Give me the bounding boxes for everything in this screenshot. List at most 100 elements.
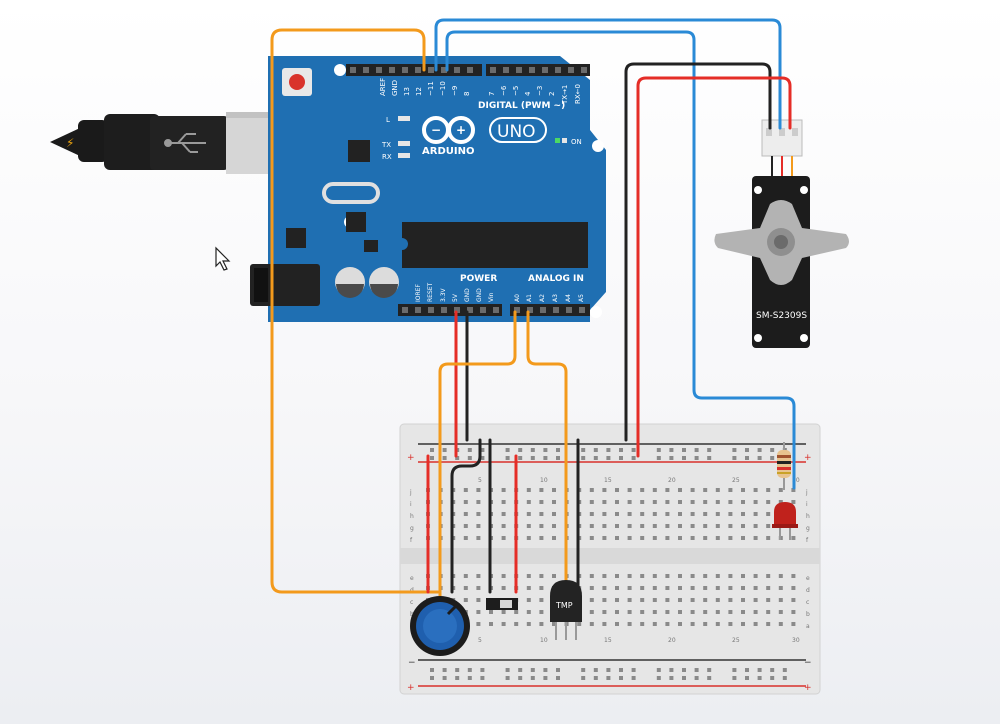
- breadboard-hole[interactable]: [602, 536, 607, 540]
- breadboard-hole[interactable]: [463, 536, 468, 540]
- arduino-uno-board[interactable]: AREF GND 13 12 ~11 ~10 ~9 8 7 ~6 ~5 4 ~3…: [250, 56, 606, 322]
- breadboard-hole[interactable]: [602, 622, 607, 626]
- tmp-sensor[interactable]: TMP: [550, 580, 582, 640]
- breadboard-hole[interactable]: [703, 512, 708, 516]
- breadboard-hole[interactable]: [455, 668, 460, 672]
- breadboard-hole[interactable]: [526, 574, 531, 578]
- breadboard-hole[interactable]: [476, 610, 481, 614]
- breadboard-hole[interactable]: [715, 536, 720, 540]
- breadboard-hole[interactable]: [728, 524, 733, 528]
- breadboard-hole[interactable]: [526, 524, 531, 528]
- breadboard-hole[interactable]: [703, 598, 708, 602]
- breadboard-hole[interactable]: [480, 448, 485, 452]
- breadboard-hole[interactable]: [501, 488, 506, 492]
- usb-cable[interactable]: ⚡: [50, 112, 268, 174]
- breadboard-hole[interactable]: [539, 574, 544, 578]
- breadboard-hole[interactable]: [526, 622, 531, 626]
- breadboard-hole[interactable]: [745, 448, 749, 452]
- breadboard-hole[interactable]: [703, 574, 708, 578]
- breadboard-hole[interactable]: [732, 676, 737, 680]
- resistor[interactable]: [777, 442, 791, 490]
- breadboard-hole[interactable]: [631, 448, 636, 452]
- breadboard-hole[interactable]: [665, 610, 670, 614]
- breadboard-hole[interactable]: [715, 598, 720, 602]
- breadboard-hole[interactable]: [463, 524, 468, 528]
- breadboard-hole[interactable]: [615, 524, 619, 528]
- breadboard-hole[interactable]: [593, 676, 598, 680]
- breadboard-hole[interactable]: [690, 586, 695, 590]
- breadboard-hole[interactable]: [518, 456, 523, 460]
- breadboard-hole[interactable]: [732, 456, 737, 460]
- breadboard-hole[interactable]: [703, 524, 708, 528]
- breadboard-hole[interactable]: [778, 500, 783, 504]
- breadboard-hole[interactable]: [690, 610, 695, 614]
- wire-black-jumper[interactable]: [450, 438, 482, 594]
- breadboard-hole[interactable]: [480, 456, 485, 460]
- breadboard-hole[interactable]: [467, 456, 472, 460]
- breadboard-hole[interactable]: [627, 536, 632, 540]
- breadboard-hole[interactable]: [489, 622, 493, 626]
- breadboard-hole[interactable]: [589, 610, 594, 614]
- breadboard-hole[interactable]: [501, 524, 506, 528]
- breadboard-hole[interactable]: [678, 574, 682, 578]
- breadboard-hole[interactable]: [728, 500, 733, 504]
- breadboard-hole[interactable]: [791, 610, 796, 614]
- breadboard-hole[interactable]: [539, 622, 544, 626]
- breadboard-hole[interactable]: [593, 448, 598, 452]
- breadboard-hole[interactable]: [678, 524, 682, 528]
- breadboard-hole[interactable]: [589, 512, 594, 516]
- breadboard-hole[interactable]: [745, 668, 749, 672]
- breadboard-hole[interactable]: [766, 488, 771, 492]
- breadboard-hole[interactable]: [741, 622, 745, 626]
- breadboard-hole[interactable]: [678, 488, 682, 492]
- breadboard-hole[interactable]: [656, 668, 661, 672]
- breadboard-hole[interactable]: [665, 488, 670, 492]
- wire-blue-led[interactable]: [445, 30, 796, 490]
- breadboard-hole[interactable]: [589, 574, 594, 578]
- slide-switch[interactable]: [486, 598, 518, 610]
- breadboard-hole[interactable]: [690, 536, 695, 540]
- breadboard-hole[interactable]: [678, 536, 682, 540]
- breadboard-hole[interactable]: [770, 668, 775, 672]
- breadboard-hole[interactable]: [467, 676, 472, 680]
- breadboard-hole[interactable]: [619, 448, 623, 452]
- breadboard-hole[interactable]: [455, 456, 460, 460]
- breadboard-hole[interactable]: [652, 586, 657, 590]
- digital-header[interactable]: [346, 64, 590, 76]
- breadboard-hole[interactable]: [678, 610, 682, 614]
- breadboard-hole[interactable]: [602, 512, 607, 516]
- breadboard-hole[interactable]: [753, 598, 758, 602]
- breadboard-hole[interactable]: [552, 512, 556, 516]
- breadboard-hole[interactable]: [463, 598, 468, 602]
- breadboard-hole[interactable]: [539, 536, 544, 540]
- breadboard-hole[interactable]: [732, 448, 737, 452]
- breadboard-hole[interactable]: [741, 574, 745, 578]
- breadboard-hole[interactable]: [791, 500, 796, 504]
- breadboard-hole[interactable]: [678, 512, 682, 516]
- breadboard-hole[interactable]: [501, 622, 506, 626]
- breadboard-hole[interactable]: [665, 574, 670, 578]
- breadboard-hole[interactable]: [678, 586, 682, 590]
- breadboard-hole[interactable]: [463, 512, 468, 516]
- breadboard-hole[interactable]: [703, 536, 708, 540]
- breadboard-hole[interactable]: [715, 524, 720, 528]
- breadboard-hole[interactable]: [627, 488, 632, 492]
- breadboard-hole[interactable]: [543, 668, 548, 672]
- breadboard-hole[interactable]: [665, 512, 670, 516]
- breadboard-hole[interactable]: [791, 586, 796, 590]
- breadboard-hole[interactable]: [476, 512, 481, 516]
- breadboard-hole[interactable]: [463, 488, 468, 492]
- breadboard-hole[interactable]: [682, 676, 686, 680]
- breadboard-hole[interactable]: [753, 574, 758, 578]
- wire-blue-servo[interactable]: [434, 18, 782, 130]
- breadboard-hole[interactable]: [791, 488, 796, 492]
- breadboard-hole[interactable]: [501, 536, 506, 540]
- breadboard-hole[interactable]: [627, 598, 632, 602]
- breadboard-hole[interactable]: [757, 448, 762, 452]
- breadboard-hole[interactable]: [766, 524, 771, 528]
- breadboard-hole[interactable]: [766, 586, 771, 590]
- breadboard-hole[interactable]: [665, 586, 670, 590]
- breadboard-hole[interactable]: [476, 500, 481, 504]
- breadboard-hole[interactable]: [615, 586, 619, 590]
- breadboard-hole[interactable]: [707, 456, 712, 460]
